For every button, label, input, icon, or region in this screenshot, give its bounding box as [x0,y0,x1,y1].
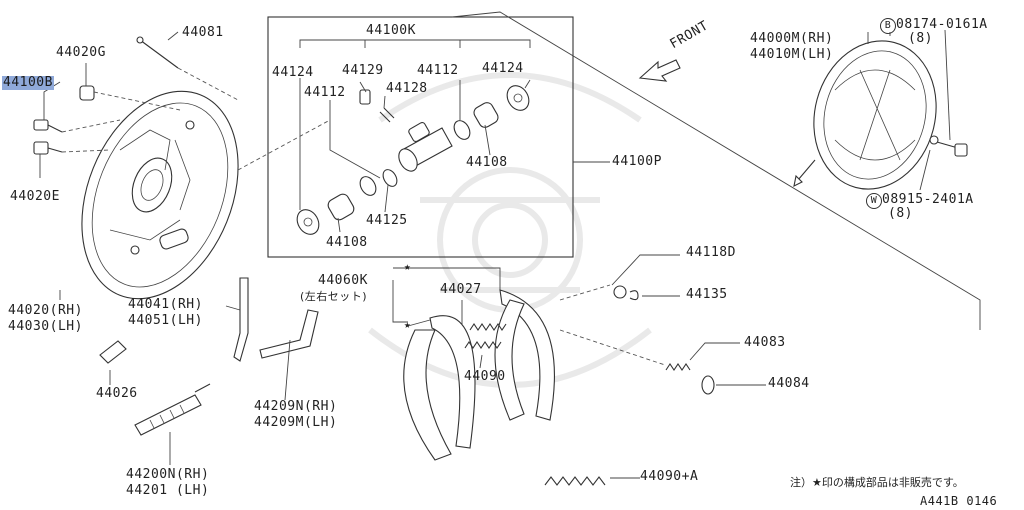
label-44030lh: 44030(LH) [8,319,83,334]
kit-box-44100k [267,16,574,258]
label-44010m: 44010M(LH) [750,47,834,62]
label-44090: 44090 [464,369,506,384]
w-mark-icon: W [866,193,882,209]
label-44084: 44084 [768,376,810,391]
star-marker-bottom: ★ [404,318,412,331]
label-44209n: 44209N(RH) [254,399,338,414]
clip-44026 [99,340,127,364]
label-44108-left: 44108 [326,235,368,250]
label-44020g: 44020G [56,45,106,60]
label-44201: 44201 (LH) [126,483,210,498]
label-44125: 44125 [366,213,408,228]
bolt-head-44081 [136,36,144,44]
down-arrow-icon [797,159,816,181]
section-divider [451,11,981,330]
label-44124-right: 44124 [482,61,524,76]
label-44100b-highlight[interactable]: 44100B [2,75,54,90]
label-44100k: 44100K [366,23,416,38]
spring-44090 [464,341,502,349]
label-44027: 44027 [440,282,482,297]
label-44124-left: 44124 [272,65,314,80]
label-44135: 44135 [686,287,728,302]
label-44100p: 44100P [612,154,662,169]
brake-assembly [813,40,968,190]
clip-44135 [629,290,639,301]
label-44112-right: 44112 [417,63,459,78]
label-44112-left: 44112 [304,85,346,100]
label-44118d: 44118D [686,245,736,260]
backing-plate [81,90,239,300]
washer-44118d [613,285,627,299]
diagram-code: A441B 0146 [920,494,998,508]
label-44020e: 44020E [10,189,60,204]
wheel-cylinder-parts [296,85,530,235]
footnote: 注）★印の構成部品は非販売です。 [790,476,964,489]
label-44129: 44129 [342,63,384,78]
star-marker-top: ★ [404,260,412,273]
bolts-44100b [33,119,63,155]
spring-44027 [469,323,507,331]
label-44090a: 44090+A [640,469,699,484]
label-44108-right: 44108 [466,155,508,170]
front-arrow-icon [638,59,681,82]
b-bolt-code: 08174-0161A [896,17,988,32]
w-washer-code: 08915-2401A [882,192,974,207]
retainer-44084 [701,375,715,395]
label-44000m: 44000M(RH) [750,31,834,46]
label-44081: 44081 [182,25,224,40]
strut-44209 [259,309,319,359]
spring-44090a [544,476,606,486]
label-44128: 44128 [386,81,428,96]
label-44083: 44083 [744,335,786,350]
label-44060k-note: (左右セット) [300,290,368,303]
w-washer-qty: (8) [888,206,913,221]
label-44060k: 44060K [318,273,368,288]
plug-44020g [79,85,95,101]
spring-44083 [665,363,691,371]
label-44200n: 44200N(RH) [126,467,210,482]
label-44026: 44026 [96,386,138,401]
bolt-44081 [139,39,179,69]
label-44020rh: 44020(RH) [8,303,83,318]
b-bolt-qty: (8) [908,31,933,46]
label-44209m: 44209M(LH) [254,415,338,430]
label-44051: 44051(LH) [128,313,203,328]
label-44041: 44041(RH) [128,297,203,312]
adjuster-44200n [134,383,211,436]
b-mark-icon: B [880,18,896,34]
lever-44041 [233,277,249,362]
